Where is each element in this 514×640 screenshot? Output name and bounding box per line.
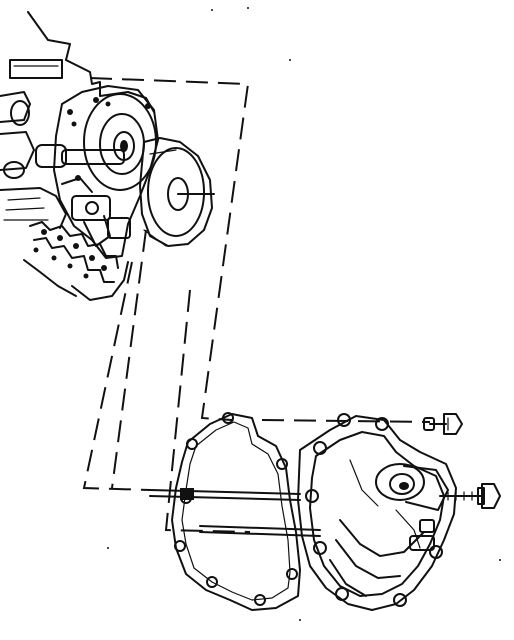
engine-block bbox=[0, 11, 155, 301]
pulley-cover-upper bbox=[139, 137, 215, 247]
pump-housing-installed bbox=[53, 85, 159, 259]
gasket bbox=[171, 412, 301, 611]
long-bolts bbox=[149, 488, 321, 537]
chain-teeth bbox=[29, 221, 119, 283]
bolt-upper bbox=[423, 413, 463, 435]
bolt-lower bbox=[439, 483, 501, 509]
scan-speckles bbox=[107, 7, 501, 621]
alignment-lines bbox=[82, 77, 431, 533]
lower-housing bbox=[297, 413, 457, 611]
